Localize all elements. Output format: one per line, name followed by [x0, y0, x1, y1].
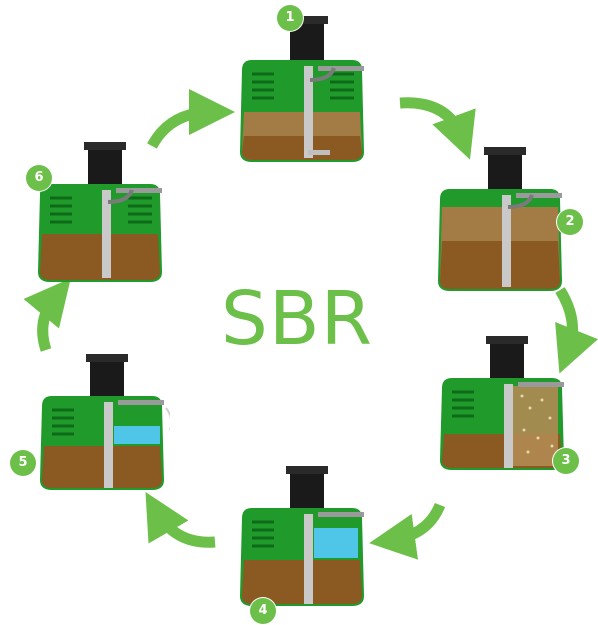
tank-stage-6 — [38, 142, 162, 282]
step-badge-5: 5 — [10, 450, 36, 476]
arrow-3-to-4 — [369, 502, 446, 560]
tank-stage-1 — [240, 16, 364, 162]
step-badge-2: 2 — [557, 209, 583, 235]
tank-stage-3 — [440, 336, 564, 470]
step-badge-6: 6 — [26, 165, 52, 191]
arrow-4-to-5 — [145, 491, 216, 548]
tank-stage-2 — [438, 147, 562, 291]
arrow-6-to-1 — [147, 88, 236, 149]
tank-stage-4 — [240, 466, 364, 606]
diagram-title: SBR — [220, 276, 374, 362]
arrow-1-to-2 — [399, 97, 476, 160]
tank-stage-5 — [40, 354, 170, 490]
arrow-5-to-6 — [23, 278, 71, 352]
step-badge-3: 3 — [553, 448, 579, 474]
step-badge-4: 4 — [250, 598, 276, 624]
step-badge-1: 1 — [277, 5, 303, 31]
arrow-2-to-3 — [555, 287, 598, 374]
